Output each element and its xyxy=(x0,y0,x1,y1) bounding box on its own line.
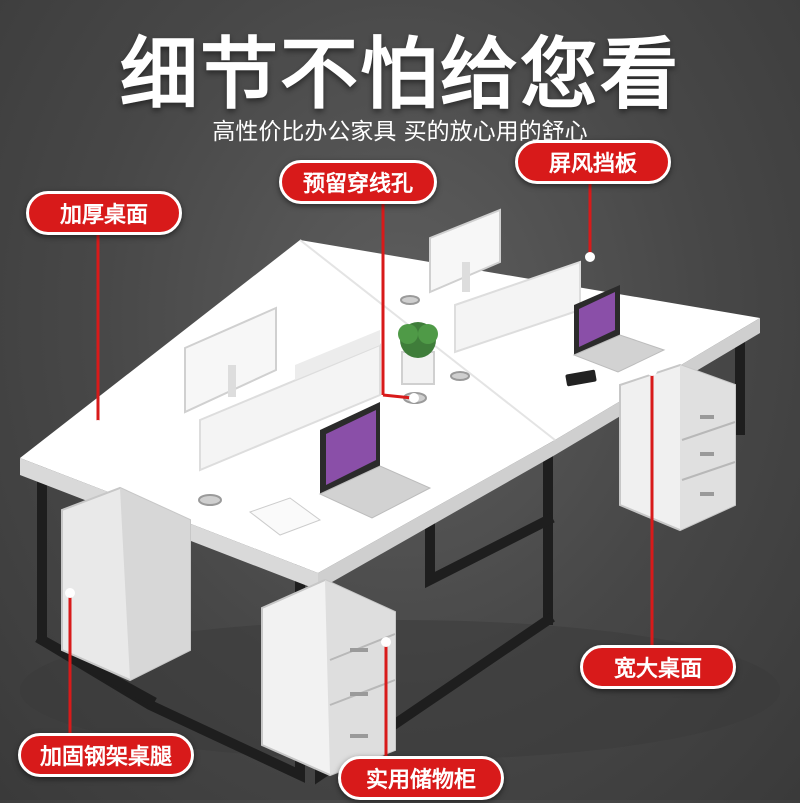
cable-holes xyxy=(198,295,470,506)
cabinet-center xyxy=(261,578,396,777)
plant xyxy=(398,322,438,385)
callout-steel-legs: 加固钢架桌腿 xyxy=(18,733,194,777)
callout-lines xyxy=(65,182,657,758)
screen-panels xyxy=(199,260,581,472)
monitors xyxy=(184,208,501,414)
page-title: 细节不怕给您看 xyxy=(119,30,680,120)
leg-mid xyxy=(425,513,555,589)
callout-cable-hole: 预留穿线孔 xyxy=(279,160,437,204)
callout-wide-top: 宽大桌面 xyxy=(580,645,736,689)
leg-bar-left xyxy=(35,633,157,707)
document xyxy=(248,497,322,536)
callout-cabinet: 实用储物柜 xyxy=(338,756,504,800)
phone xyxy=(565,369,597,387)
monitor-left xyxy=(184,306,277,414)
callout-thick-top: 加厚桌面 xyxy=(26,191,182,235)
laptop-front xyxy=(318,402,432,519)
cabinet-left xyxy=(61,486,191,682)
panel-front xyxy=(199,343,381,472)
panel-mid xyxy=(295,330,380,380)
laptop-back xyxy=(572,285,666,373)
cabinet-right xyxy=(619,363,736,532)
monitor-back xyxy=(429,208,501,294)
page-subtitle: 高性价比办公家具 买的放心用的舒心 xyxy=(212,119,588,145)
callout-screen-panel: 屏风挡板 xyxy=(515,140,671,184)
